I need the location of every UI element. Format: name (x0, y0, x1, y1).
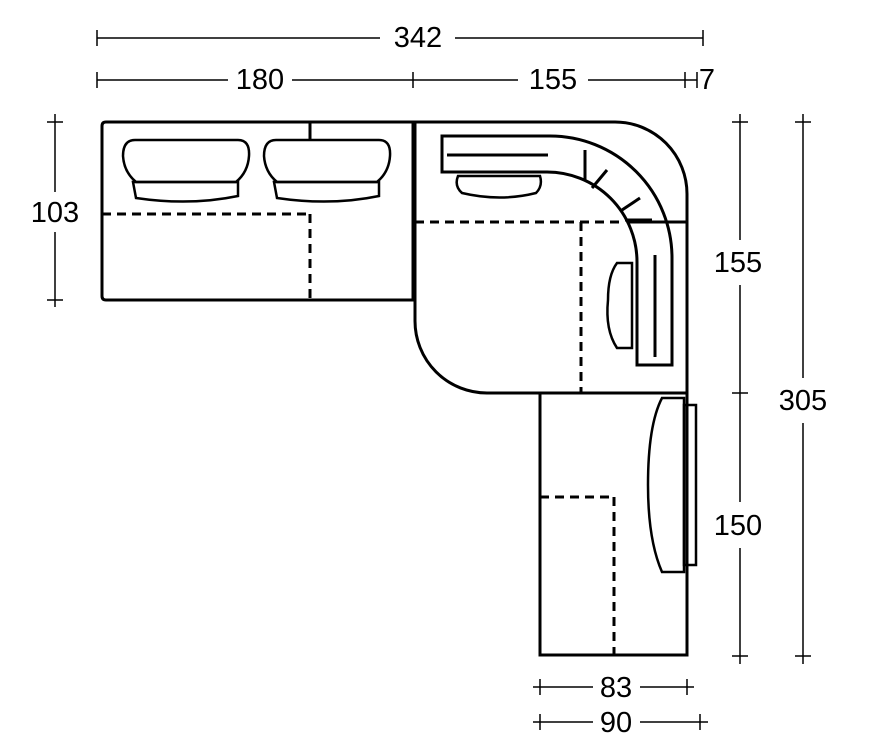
dim-overall-depth: 305 (779, 385, 827, 417)
chaise-section (538, 393, 698, 657)
dim-chaise-seat-width: 83 (600, 672, 632, 704)
dim-corner-section-width: 155 (529, 64, 577, 96)
dim-chaise-total-width: 90 (600, 707, 632, 739)
dim-corner-section-depth: 155 (714, 247, 762, 279)
dim-chaise-length: 150 (714, 510, 762, 542)
dimension-lines (47, 30, 811, 730)
dim-overall-width: 342 (394, 22, 442, 54)
dim-left-section-width: 180 (236, 64, 284, 96)
dim-arm-overhang: 7 (699, 64, 715, 96)
dim-left-section-depth: 103 (31, 197, 79, 229)
corner-section (413, 120, 689, 395)
left-section (100, 120, 415, 302)
